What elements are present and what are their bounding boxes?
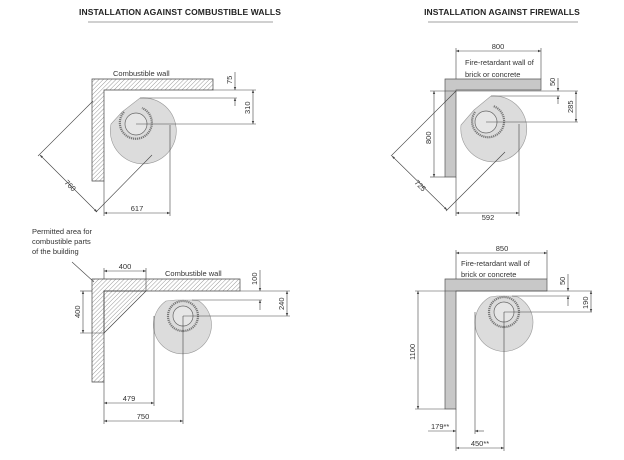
dim-400-h: 400	[119, 262, 132, 271]
dim-400-v: 400	[73, 305, 82, 318]
dim-75: 75	[225, 76, 234, 84]
permitted-area-label-line3: of the building	[32, 247, 79, 256]
combustible-corner-diagram: Combustible wall 75 310 617 760	[37, 69, 256, 216]
dim-760: 760	[63, 178, 78, 193]
title-firewalls: INSTALLATION AGAINST FIREWALLS	[424, 7, 580, 17]
dim-190: 190	[581, 296, 590, 309]
permitted-area-label-line2: combustible parts	[32, 237, 91, 246]
dim-1100: 1100	[408, 344, 417, 360]
dim-50: 50	[548, 78, 557, 86]
dim-240: 240	[277, 297, 286, 310]
dim-850: 850	[496, 244, 509, 253]
fire-wall-label-line2: brick or concrete	[465, 70, 520, 79]
dim-285: 285	[566, 100, 575, 113]
dim-179: 179**	[431, 422, 449, 431]
combustible-wall-label: Combustible wall	[165, 269, 222, 278]
title-combustible: INSTALLATION AGAINST COMBUSTIBLE WALLS	[79, 7, 281, 17]
stove-ring	[118, 106, 153, 140]
combustible-wall-label: Combustible wall	[113, 69, 170, 78]
combustible-flat-diagram: Permitted area for combustible parts of …	[32, 227, 290, 424]
dim-479: 479	[123, 394, 136, 403]
firewall-flat-diagram: 850 Fire-retardant wall of brick or conc…	[408, 244, 593, 451]
dim-310: 310	[243, 101, 252, 114]
dim-617: 617	[131, 204, 144, 213]
firewall-corner-diagram: 800 Fire-retardant wall of brick or conc…	[390, 42, 578, 222]
dim-750: 750	[137, 412, 150, 421]
dim-450: 450**	[471, 439, 489, 448]
fire-wall-label-line1: Fire-retardant wall of	[461, 259, 531, 268]
dim-800-side: 800	[424, 131, 433, 144]
dim-592: 592	[482, 213, 495, 222]
stove-ring	[470, 104, 506, 139]
dim-800-top: 800	[492, 42, 505, 51]
fire-wall-label-line2: brick or concrete	[461, 270, 516, 279]
dim-725: 725	[413, 178, 428, 193]
dim-50: 50	[558, 277, 567, 285]
fire-wall-label-line1: Fire-retardant wall of	[465, 58, 535, 67]
dim-100: 100	[250, 272, 259, 285]
permitted-area	[103, 290, 147, 334]
permitted-area-label-line1: Permitted area for	[32, 227, 93, 236]
